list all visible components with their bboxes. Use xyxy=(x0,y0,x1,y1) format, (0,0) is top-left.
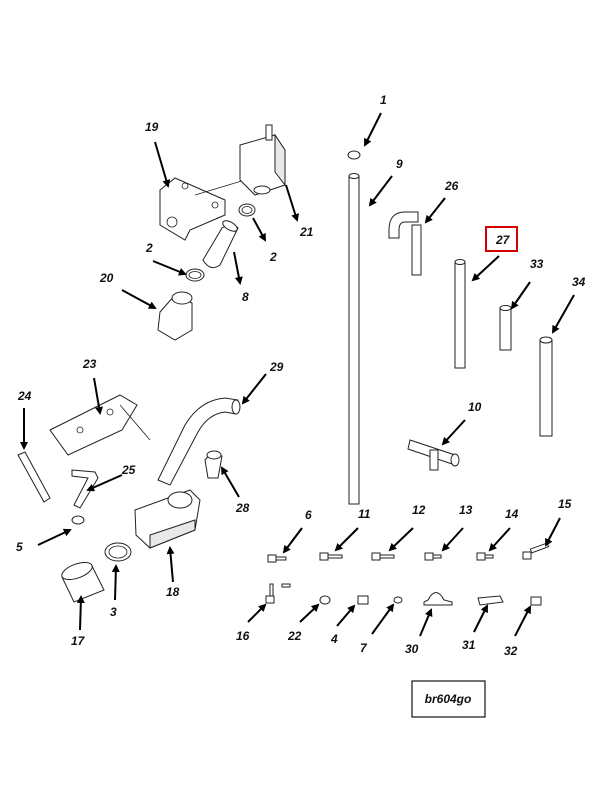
callout-14[interactable]: 14 xyxy=(505,507,519,521)
callout-13[interactable]: 13 xyxy=(459,503,473,517)
callout-20[interactable]: 20 xyxy=(99,271,114,285)
tee-10 xyxy=(407,439,460,471)
nut-32 xyxy=(530,596,542,606)
bracket-23 xyxy=(49,394,151,456)
tube-33 xyxy=(499,305,512,351)
screw-13 xyxy=(424,552,442,561)
ring-3 xyxy=(104,542,132,562)
pump-18 xyxy=(134,489,201,549)
callout-31[interactable]: 31 xyxy=(462,638,476,652)
callout-8[interactable]: 8 xyxy=(242,290,249,304)
clamp-2-upper xyxy=(238,203,256,217)
callout-34[interactable]: 34 xyxy=(572,275,586,289)
elbow-26 xyxy=(388,211,422,276)
callout-25[interactable]: 25 xyxy=(121,463,136,477)
callout-23[interactable]: 23 xyxy=(82,357,97,371)
nut-4 xyxy=(357,595,369,605)
callout-32[interactable]: 32 xyxy=(504,644,518,658)
callout-22[interactable]: 22 xyxy=(287,629,302,643)
bracket-31 xyxy=(477,595,504,606)
screw-11 xyxy=(319,552,343,561)
screw-12 xyxy=(371,552,395,561)
callout-12[interactable]: 12 xyxy=(412,503,426,517)
callout-labels: 1 9 26 27 33 34 19 21 2 2 8 20 10 23 24 … xyxy=(16,93,586,658)
callout-29[interactable]: 29 xyxy=(269,360,284,374)
tank-21 xyxy=(239,124,286,196)
filter-20 xyxy=(157,291,193,341)
callout-7[interactable]: 7 xyxy=(360,641,368,655)
coupler-28 xyxy=(204,450,223,479)
callout-21[interactable]: 21 xyxy=(299,225,314,239)
tube-9 xyxy=(348,173,360,505)
callout-1[interactable]: 1 xyxy=(380,93,387,107)
callout-28[interactable]: 28 xyxy=(235,501,250,515)
callout-5[interactable]: 5 xyxy=(16,540,23,554)
leader-arrows xyxy=(20,112,575,637)
clamp-2-lower xyxy=(185,268,205,282)
callout-17[interactable]: 17 xyxy=(71,634,86,648)
callout-27[interactable]: 27 xyxy=(495,233,511,247)
callout-9[interactable]: 9 xyxy=(396,157,403,171)
callout-4[interactable]: 4 xyxy=(330,632,338,646)
callout-26[interactable]: 26 xyxy=(444,179,459,193)
callout-11[interactable]: 11 xyxy=(358,507,371,521)
callout-18[interactable]: 18 xyxy=(166,585,180,599)
hose-29 xyxy=(157,397,241,486)
clip-5 xyxy=(71,515,85,525)
strap-24 xyxy=(17,451,51,503)
bracket-30 xyxy=(423,592,453,606)
callout-10[interactable]: 10 xyxy=(468,400,482,414)
tube-27 xyxy=(454,259,466,369)
callout-16[interactable]: 16 xyxy=(236,629,250,643)
reference-code: br604go xyxy=(425,692,472,706)
callout-3[interactable]: 3 xyxy=(110,605,117,619)
callout-15[interactable]: 15 xyxy=(558,497,572,511)
cap-1 xyxy=(347,150,361,160)
hose-8 xyxy=(202,220,239,269)
callout-2a[interactable]: 2 xyxy=(269,250,277,264)
callout-2b[interactable]: 2 xyxy=(145,241,153,255)
bracket-19 xyxy=(159,177,246,241)
callout-24[interactable]: 24 xyxy=(17,389,32,403)
tube-34 xyxy=(539,336,553,437)
callout-6[interactable]: 6 xyxy=(305,508,312,522)
nut-7 xyxy=(393,596,403,604)
washer-22 xyxy=(319,595,331,605)
callout-33[interactable]: 33 xyxy=(530,257,544,271)
reference-code-box: br604go xyxy=(411,680,486,718)
bolt-15 xyxy=(522,542,550,560)
screw-6 xyxy=(267,554,287,563)
screw-14 xyxy=(476,552,494,561)
sleeve-17 xyxy=(61,561,105,603)
strap-25 xyxy=(71,469,99,509)
callout-30[interactable]: 30 xyxy=(405,642,419,656)
callout-19[interactable]: 19 xyxy=(145,120,159,134)
callout-27-highlight xyxy=(485,226,518,252)
bolt-16 xyxy=(265,583,291,604)
